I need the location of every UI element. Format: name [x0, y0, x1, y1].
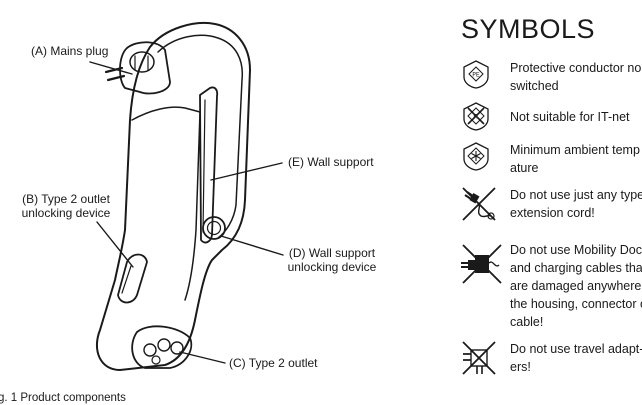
symbol-text-temperature: Minimum ambient temp ature: [510, 143, 640, 175]
no-travel-adapters-icon: [462, 341, 496, 375]
label-type2-unlock: (B) Type 2 outlet unlocking device: [21, 192, 111, 220]
not-it-net-icon: IT: [463, 102, 489, 131]
dock-body: [95, 22, 251, 371]
no-extension-cord-icon: [462, 187, 496, 221]
type2-unlock-button: [117, 253, 148, 304]
mains-plug: [119, 41, 171, 95]
symbol-text-protective: Protective conductor no switched: [510, 61, 642, 93]
wall-unlock-button: [202, 216, 226, 240]
label-wall-support: (E) Wall support: [288, 155, 374, 169]
type2-outlet-face: [131, 325, 193, 369]
symbol-text-damaged: Do not use Mobility Doc and charging cab…: [510, 243, 642, 329]
no-damaged-cables-icon: [461, 244, 502, 284]
label-type2-outlet: (C) Type 2 outlet: [229, 356, 318, 370]
symbols-heading: SYMBOLS: [461, 14, 596, 44]
label-mains-plug: (A) Mains plug: [31, 44, 109, 58]
svg-text:PE: PE: [472, 72, 480, 79]
protective-conductor-icon: PE: [463, 60, 489, 89]
symbol-text-it-net: Not suitable for IT-net: [510, 110, 630, 124]
symbol-text-travel: Do not use travel adapt- ers!: [510, 342, 642, 374]
symbol-text-extension: Do not use just any type extension cord!: [510, 188, 642, 220]
figure-caption: g. 1 Product components: [0, 392, 126, 404]
min-temperature-icon: [463, 142, 489, 171]
wall-support-slot: [199, 86, 219, 244]
label-wall-unlock: (D) Wall support unlocking device: [287, 246, 377, 274]
